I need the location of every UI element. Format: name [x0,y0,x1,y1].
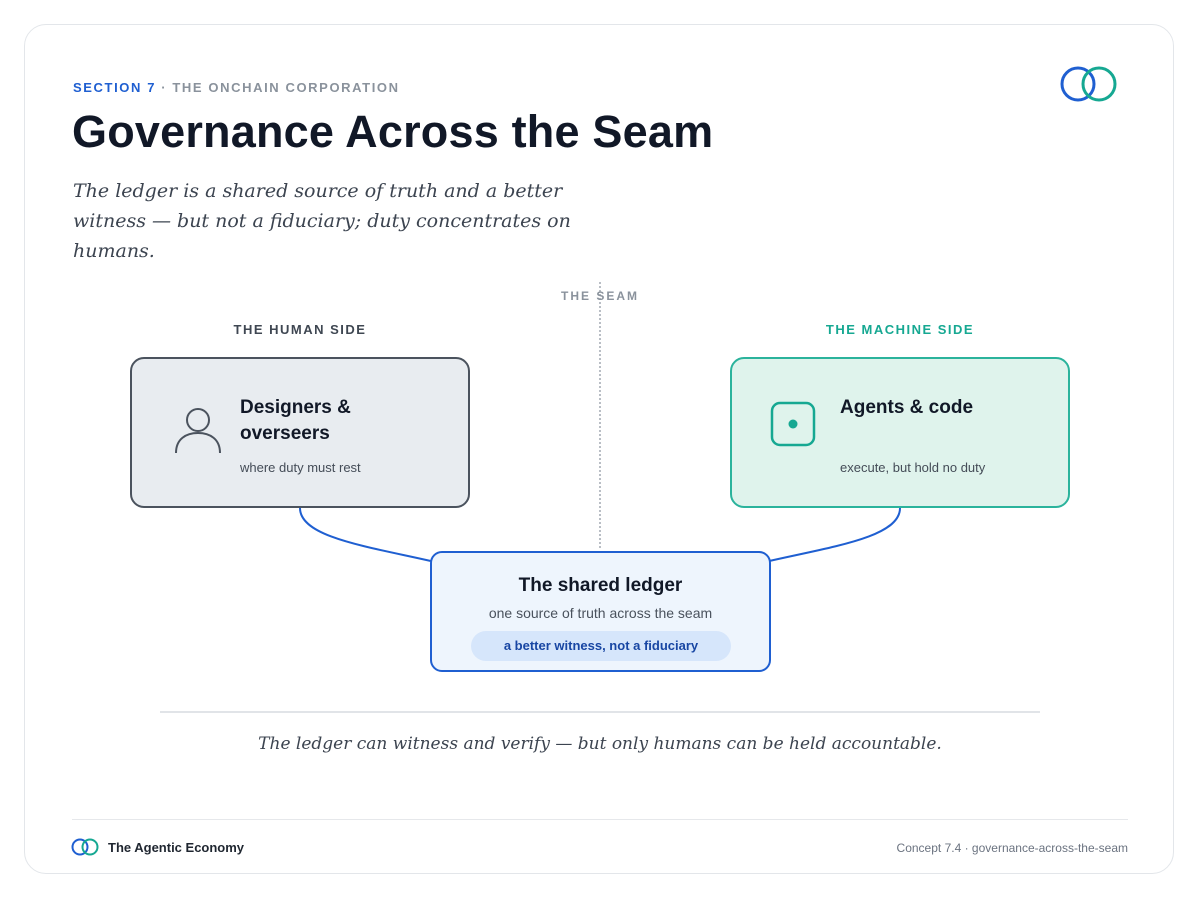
eyebrow-separator: · [156,80,173,95]
page-subtitle: The ledger is a shared source of truth a… [73,180,571,262]
footer-divider [72,819,1128,820]
ledger-badge: a better witness, not a fiduciary [471,631,731,661]
ledger-subtitle: one source of truth across the seam [488,605,713,621]
chip-icon [770,401,816,447]
machine-side-title: Agents & code [840,397,974,418]
footer-reference: Concept 7.4 · governance-across-the-seam [896,841,1128,855]
human-side-subtitle: where duty must rest [240,460,361,475]
human-side-title: Designers & overseers [240,397,351,444]
human-side-box: Designers & overseers where duty must re… [130,357,470,508]
machine-side-label: THE MACHINE SIDE [825,322,975,337]
caption-divider [160,711,1040,713]
machine-side-box: Agents & code execute, but hold no duty [730,357,1070,508]
ledger-title: The shared ledger [518,575,683,596]
human-side-label: THE HUMAN SIDE [233,322,367,337]
chapter-name: THE ONCHAIN CORPORATION [172,80,400,95]
seam-divider [599,282,601,548]
section-number: SECTION 7 [73,80,157,95]
section-eyebrow: SECTION 7 · THE ONCHAIN CORPORATION [73,80,400,95]
machine-side-subtitle: execute, but hold no duty [840,460,986,475]
shared-ledger-box: The shared ledger one source of truth ac… [430,551,771,672]
seam-label: THE SEAM [560,289,639,303]
caption: The ledger can witness and verify — but … [258,734,942,754]
person-icon [175,408,221,454]
brand-logo-icon [1060,66,1117,102]
footer-logo-icon [71,838,99,856]
page-title: Governance Across the Seam [72,106,714,157]
footer-brand: The Agentic Economy [108,840,245,855]
